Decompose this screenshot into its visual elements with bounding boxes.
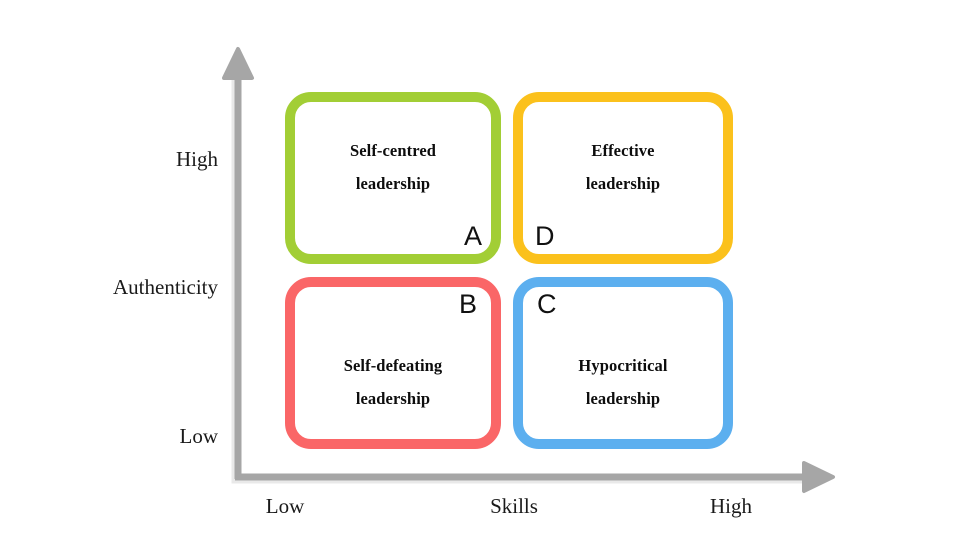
quadrant-a-label-line2: leadership xyxy=(355,174,431,193)
y-axis-arrowhead xyxy=(222,47,254,80)
quadrant-b-self-defeating-leadership[interactable]: Self-defeating leadership B xyxy=(285,277,501,449)
quadrant-c-label-line2: leadership xyxy=(585,389,661,408)
quadrant-c-label: Hypocritical leadership xyxy=(523,349,723,415)
quadrant-a-label: Self-centred leadership xyxy=(295,134,491,200)
quadrant-c-hypocritical-leadership[interactable]: Hypocritical leadership C xyxy=(513,277,733,449)
quadrant-d-letter: D xyxy=(535,221,555,251)
quadrant-b-letter: B xyxy=(458,289,477,319)
x-axis-arrowhead xyxy=(802,461,835,493)
quadrant-d-effective-leadership[interactable]: Effective leadership D xyxy=(513,92,733,264)
quadrant-a-letter: A xyxy=(463,221,482,251)
quadrant-c-letter: C xyxy=(537,289,557,319)
quadrant-d-label: Effective leadership xyxy=(523,134,723,200)
x-axis-low-label: Low xyxy=(265,494,305,518)
quadrant-c-label-line1: Hypocritical xyxy=(578,356,668,375)
y-axis-high-label: High xyxy=(176,147,218,171)
x-axis-high-label: High xyxy=(710,494,752,518)
y-axis-low-label: Low xyxy=(179,424,219,448)
quadrant-a-self-centred-leadership[interactable]: Self-centred leadership A xyxy=(285,92,501,264)
x-axis-title: Skills xyxy=(490,494,538,518)
quadrant-b-label: Self-defeating leadership xyxy=(295,349,491,415)
y-axis-title: Authenticity xyxy=(113,275,218,299)
quadrant-b-label-line2: leadership xyxy=(355,389,431,408)
quadrant-a-label-line1: Self-centred xyxy=(349,141,437,160)
quadrant-d-label-line1: Effective xyxy=(591,141,655,160)
quadrant-b-label-line1: Self-defeating xyxy=(343,356,443,375)
quadrant-d-label-line2: leadership xyxy=(585,174,661,193)
